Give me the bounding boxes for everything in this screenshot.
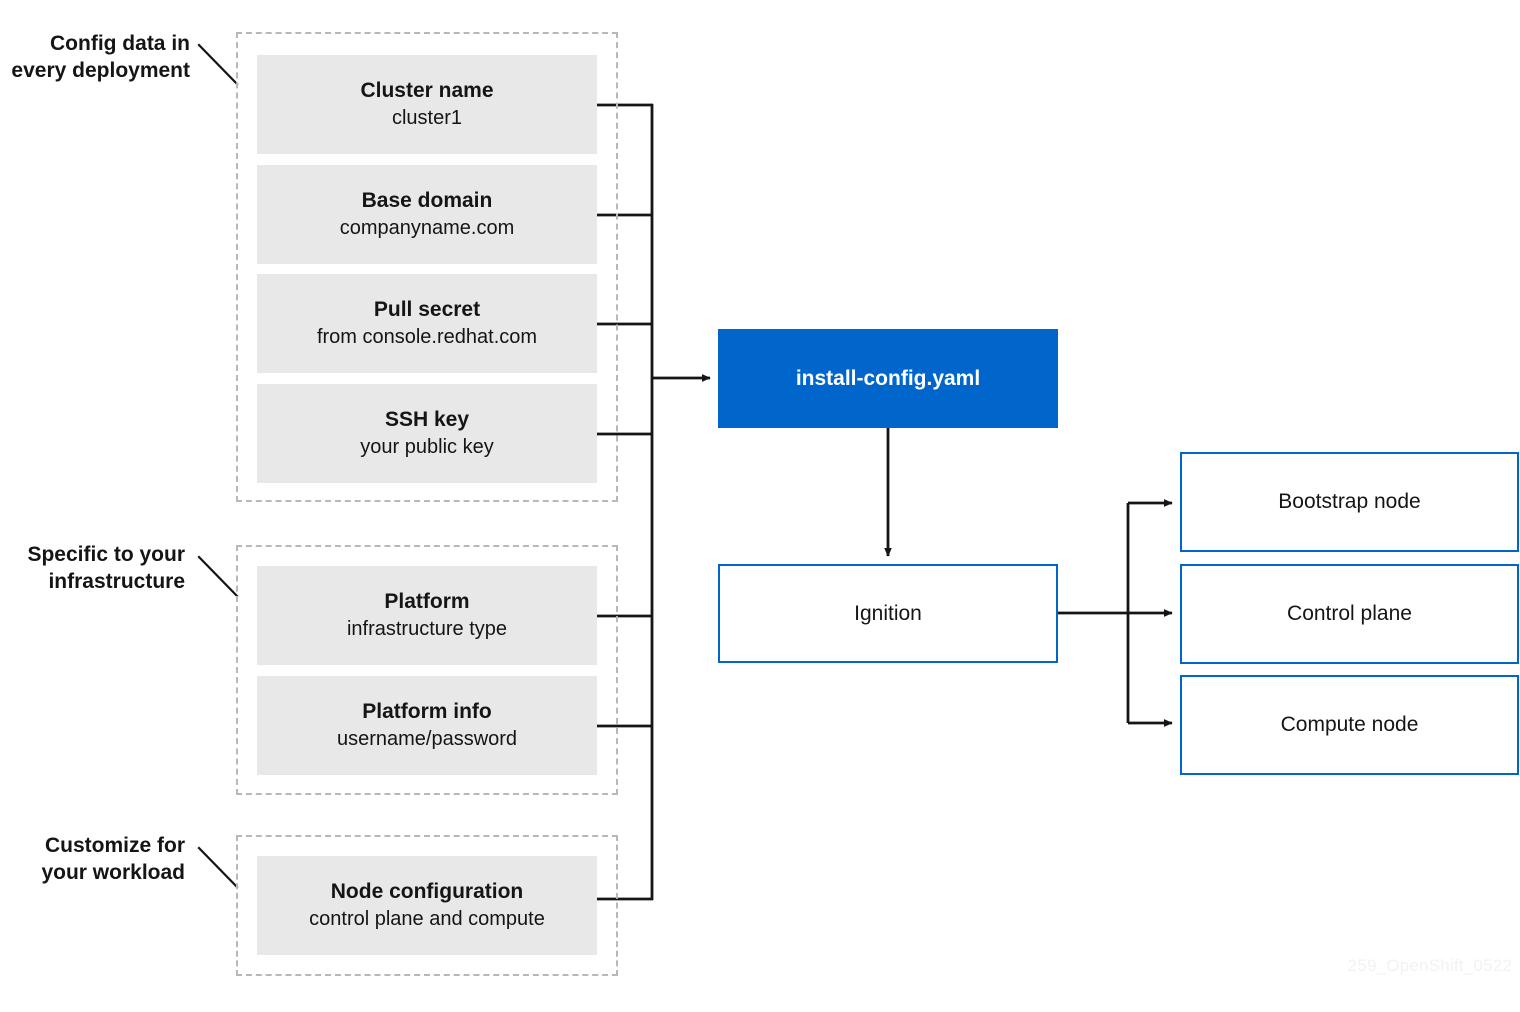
- node-box-bootstrap[interactable]: Bootstrap node: [1180, 452, 1519, 552]
- card-title: SSH key: [384, 407, 470, 431]
- config-card-platform-info[interactable]: Platform info username/password: [257, 676, 597, 775]
- group-workload: [236, 835, 618, 976]
- config-card-pull-secret[interactable]: Pull secret from console.redhat.com: [257, 274, 597, 373]
- node-box-compute[interactable]: Compute node: [1180, 675, 1519, 775]
- config-card-node-configuration[interactable]: Node configuration control plane and com…: [257, 856, 597, 955]
- card-subtitle: companyname.com: [339, 217, 515, 240]
- group-config-data: [236, 32, 618, 502]
- watermark-label: 259_OpenShift_0522: [1347, 956, 1512, 975]
- card-subtitle: cluster1: [391, 107, 463, 130]
- card-title: Platform info: [362, 699, 492, 723]
- card-title: Cluster name: [360, 78, 494, 102]
- card-subtitle: control plane and compute: [309, 908, 545, 931]
- config-card-platform[interactable]: Platform infrastructure type: [257, 566, 597, 665]
- config-card-base-domain[interactable]: Base domain companyname.com: [257, 165, 597, 264]
- node-box-control-plane[interactable]: Control plane: [1180, 564, 1519, 664]
- card-subtitle: username/password: [336, 728, 518, 751]
- card-title: Platform: [384, 589, 470, 613]
- card-title: Pull secret: [373, 297, 481, 321]
- config-card-cluster-name[interactable]: Cluster name cluster1: [257, 55, 597, 154]
- install-config-yaml-box[interactable]: install-config.yaml: [718, 329, 1058, 428]
- config-card-ssh-key[interactable]: SSH key your public key: [257, 384, 597, 483]
- card-subtitle: your public key: [360, 436, 494, 459]
- group-infrastructure: [236, 545, 618, 795]
- leader-line-config: [197, 43, 239, 86]
- card-title: Node configuration: [330, 879, 524, 903]
- ignition-box[interactable]: Ignition: [718, 564, 1058, 663]
- card-title: Base domain: [361, 188, 493, 212]
- leader-line-infra: [197, 555, 239, 598]
- card-subtitle: infrastructure type: [346, 618, 508, 641]
- leader-line-workload: [197, 846, 239, 889]
- annotation-workload: Customize for your workload: [41, 834, 185, 885]
- card-subtitle: from console.redhat.com: [316, 326, 538, 349]
- annotation-config-data: Config data in every deployment: [11, 32, 190, 83]
- annotation-infrastructure: Specific to your infrastructure: [27, 543, 185, 594]
